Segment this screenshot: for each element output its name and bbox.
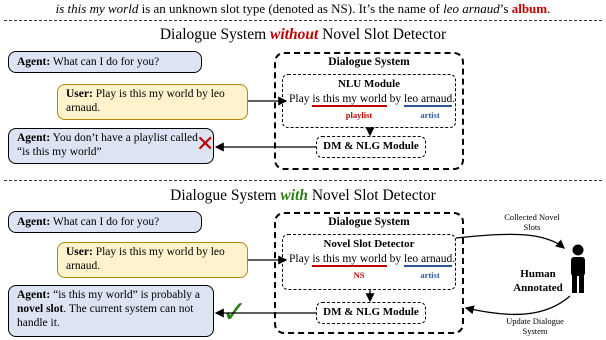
section-title-with: Dialogue System with Novel Slot Detector bbox=[0, 187, 606, 205]
sentence-text: . bbox=[452, 253, 456, 265]
agent-label: Agent: bbox=[17, 132, 51, 144]
slot-playlist: is this my world bbox=[312, 93, 387, 107]
user-turn-bubble: User: Play is this my world by leo arnau… bbox=[57, 84, 248, 120]
agent-greeting-bubble: Agent: What can I do for you? bbox=[8, 51, 202, 73]
user-label: User: bbox=[66, 246, 93, 258]
title-text: Dialogue System bbox=[170, 187, 281, 204]
title-keyword-without: without bbox=[270, 26, 319, 43]
tag-artist: artist bbox=[420, 110, 440, 120]
title-text-end: Novel Slot Detector bbox=[318, 26, 447, 43]
human-annotated-label: Human Annotated bbox=[513, 268, 563, 294]
caption-artist: leo arnaud bbox=[443, 1, 500, 16]
title-keyword-with: with bbox=[280, 187, 308, 204]
agent-label: Agent: bbox=[17, 56, 51, 68]
sentence-text: . bbox=[452, 93, 456, 105]
caption-album: album bbox=[511, 1, 548, 16]
sentence-text: Play bbox=[289, 253, 313, 265]
agent-greeting-text: What can I do for you? bbox=[50, 216, 160, 228]
agent-reply-text: “is this my world” is probably a bbox=[50, 289, 201, 301]
user-label: User: bbox=[66, 88, 93, 100]
nlu-module-title: NLU Module bbox=[337, 78, 401, 90]
dialogue-system-box bbox=[274, 52, 464, 170]
caption: is this my world is an unknown slot type… bbox=[0, 1, 606, 17]
tag-artist: artist bbox=[420, 270, 440, 280]
dm-nlg-module-title: DM & NLG Module bbox=[323, 306, 419, 318]
sentence-text: by bbox=[386, 93, 405, 105]
nlu-sentence: Play is this my world by leo arnaud. bbox=[289, 93, 456, 107]
tag-playlist: playlist bbox=[345, 110, 373, 120]
caption-text-2: ’s bbox=[499, 1, 512, 16]
agent-reply-bubble: Agent: “is this my world” is probably a … bbox=[8, 285, 214, 337]
separator-middle bbox=[4, 180, 602, 181]
agent-reply-novel-slot: novel slot bbox=[17, 303, 64, 315]
dm-nlg-module-box bbox=[316, 302, 426, 324]
agent-reply-bubble: Agent: You don’t have a playlist called … bbox=[8, 128, 214, 164]
user-turn-bubble: User: Play is this my world by leo arnau… bbox=[57, 242, 248, 278]
agent-greeting-bubble: Agent: What can I do for you? bbox=[8, 211, 202, 233]
dm-nlg-module-title: DM & NLG Module bbox=[323, 140, 419, 152]
caption-text: is an unknown slot type (denoted as NS).… bbox=[138, 1, 444, 16]
separator-top bbox=[4, 20, 602, 21]
tag-novel-slot: NS bbox=[353, 270, 365, 280]
arrow-update-to-system bbox=[464, 295, 571, 316]
slot-novel: is this my world bbox=[312, 253, 387, 267]
caption-slot-value: is this my world bbox=[55, 1, 139, 16]
dm-nlg-module-box bbox=[316, 136, 426, 158]
agent-reply-text: You don’t have a playlist called “is thi… bbox=[17, 132, 198, 158]
sentence-text: Play bbox=[289, 93, 313, 105]
person-icon bbox=[567, 244, 589, 294]
sentence-text: by bbox=[386, 253, 405, 265]
title-text-end: Novel Slot Detector bbox=[307, 187, 436, 204]
collected-novel-slots-label: Collected Novel Slots bbox=[504, 212, 560, 232]
dialogue-system-box bbox=[274, 212, 464, 334]
agent-label: Agent: bbox=[17, 216, 51, 228]
caption-period: . bbox=[547, 1, 551, 16]
agent-label: Agent: bbox=[17, 289, 51, 301]
nsd-sentence: Play is this my world by leo arnaud. bbox=[289, 253, 456, 267]
user-turn-text: Play is this my world by leo arnaud. bbox=[66, 246, 225, 272]
cross-mark-icon: ✕ bbox=[196, 132, 215, 157]
agent-reply-text-end: . The current system can not handle it. bbox=[17, 303, 194, 329]
dialogue-system-title: Dialogue System bbox=[328, 216, 410, 228]
slot-artist: leo arnaud bbox=[404, 253, 453, 267]
update-system-label: Update Dialogue System bbox=[506, 316, 564, 336]
user-turn-text: Play is this my world by leo arnaud. bbox=[66, 88, 225, 114]
agent-greeting-text: What can I do for you? bbox=[50, 56, 160, 68]
novel-slot-detector-title: Novel Slot Detector bbox=[323, 238, 415, 250]
slot-artist: leo arnaud bbox=[404, 93, 453, 107]
section-title-without: Dialogue System without Novel Slot Detec… bbox=[0, 26, 606, 44]
arrow-collected-to-human bbox=[455, 233, 565, 249]
title-text: Dialogue System bbox=[159, 26, 271, 43]
dialogue-system-title: Dialogue System bbox=[328, 56, 410, 68]
